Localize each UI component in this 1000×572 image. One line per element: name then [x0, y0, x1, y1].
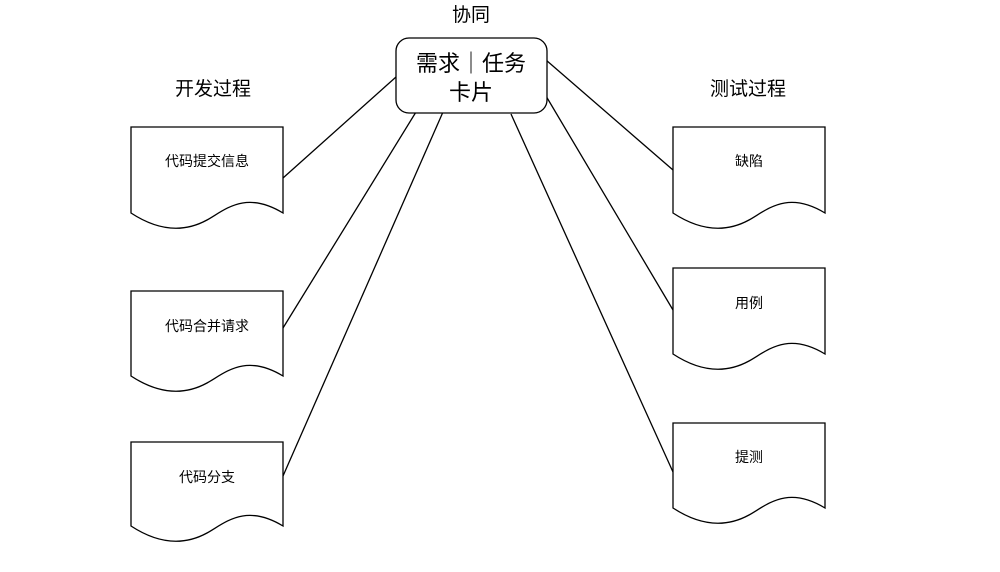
doc-label: 提测 [735, 450, 763, 466]
center-card-line1: 需求｜任务 [416, 52, 526, 77]
connector-to-defect [545, 59, 674, 171]
doc-code-commit-info: 代码提交信息 [130, 126, 284, 229]
connector-to-test-case [545, 95, 674, 311]
doc-defect: 缺陷 [672, 126, 826, 229]
doc-test-case: 用例 [672, 267, 826, 370]
connector-to-code-commit-info [282, 76, 397, 179]
connectors [282, 59, 674, 477]
connector-to-code-merge-request [282, 111, 417, 329]
doc-label: 代码提交信息 [165, 153, 249, 170]
collaboration-title: 协同 [452, 4, 490, 26]
doc-label: 代码合并请求 [165, 319, 249, 335]
doc-shape [130, 441, 284, 542]
doc-code-branch: 代码分支 [130, 441, 284, 542]
doc-shape [672, 267, 826, 370]
doc-code-merge-request: 代码合并请求 [130, 290, 284, 392]
doc-shape [130, 290, 284, 392]
doc-shape [130, 126, 284, 229]
connector-to-code-branch [282, 111, 444, 477]
doc-label: 代码分支 [179, 470, 235, 486]
connector-to-test-submission [510, 113, 674, 473]
doc-label: 用例 [735, 296, 763, 312]
test-process-title: 测试过程 [710, 78, 786, 100]
dev-process-title: 开发过程 [175, 78, 251, 100]
center-card-box [395, 37, 548, 114]
center-card-line2: 卡片 [449, 81, 493, 106]
doc-test-submission: 提测 [672, 422, 826, 524]
doc-shape [672, 126, 826, 229]
doc-shape [672, 422, 826, 524]
doc-label: 缺陷 [735, 154, 763, 170]
requirement-task-card: 需求｜任务 卡片 [395, 37, 548, 114]
